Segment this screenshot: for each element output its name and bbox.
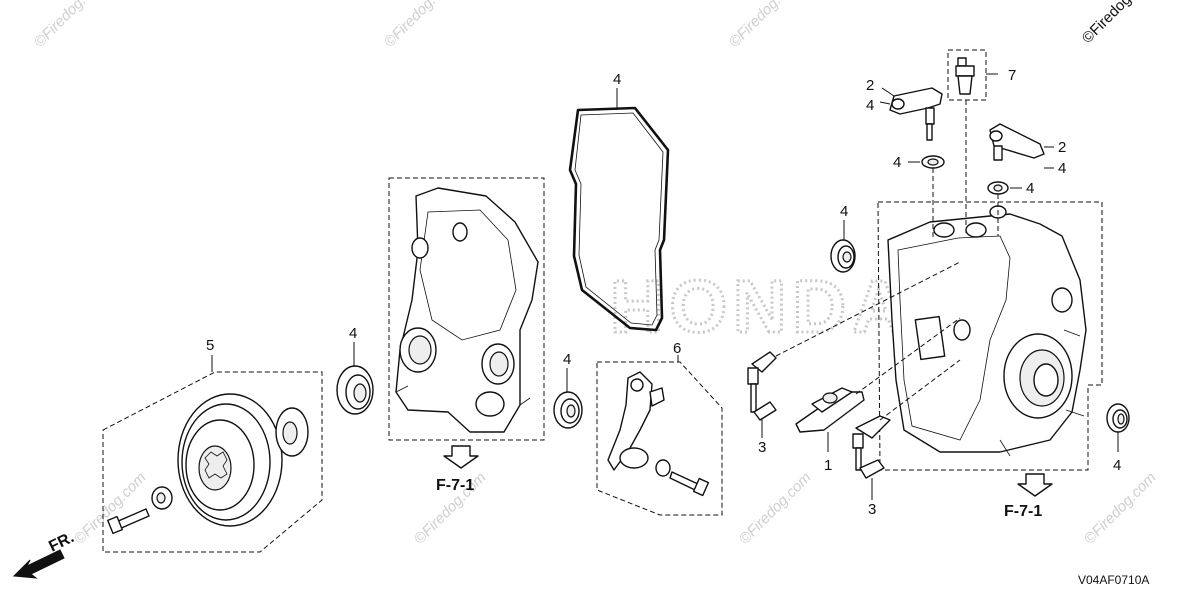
brand-watermark: HONDA	[610, 265, 911, 348]
watermark-text: ©Firedog.com	[31, 0, 110, 51]
callout-4: 4	[840, 203, 848, 220]
breather-fitting	[947, 49, 998, 236]
group-outline-cover	[388, 177, 545, 441]
callout-3: 3	[868, 501, 876, 518]
callout-4: 4	[613, 71, 621, 88]
governor-arm-assembly	[596, 355, 723, 516]
oil-seal-d	[1106, 403, 1130, 452]
callout-4: 4	[349, 325, 357, 342]
oil-seal-b	[553, 368, 583, 429]
cover-gasket	[568, 88, 670, 332]
callout-3: 3	[758, 439, 766, 456]
callout-7: 7	[1008, 67, 1016, 84]
lever-lower	[852, 359, 961, 500]
crankcase-housing	[877, 201, 1103, 497]
pulley-assembly	[102, 355, 323, 553]
diagram-code: V04AF0710A	[1078, 573, 1149, 587]
watermark-text: ©Firedog.com	[71, 469, 150, 548]
oil-seal-c	[830, 220, 856, 273]
callout-4: 4	[1113, 457, 1121, 474]
callout-4: 4	[1058, 160, 1066, 177]
callout-2: 2	[1058, 139, 1066, 156]
callout-6: 6	[673, 340, 681, 357]
copyright-mark: ©Firedog	[1079, 0, 1135, 47]
watermark-text: ©Firedog.com	[381, 0, 460, 51]
small-seal-upper-left	[908, 155, 945, 240]
arm-upper-right	[989, 123, 1054, 169]
slider-plate	[795, 317, 961, 452]
oil-seal-a	[336, 342, 374, 415]
front-direction-indicator	[12, 549, 65, 579]
callout-1: 1	[824, 457, 832, 474]
callout-4: 4	[563, 351, 571, 368]
reference-label-left: F-7-1	[436, 477, 474, 494]
arrow-icon	[12, 549, 65, 579]
reference-arrow-right	[1017, 473, 1053, 497]
watermark-text: ©Firedog.com	[726, 0, 805, 51]
callout-4: 4	[1026, 180, 1034, 197]
callout-5: 5	[206, 337, 214, 354]
small-seal-upper-right	[987, 181, 1022, 236]
reference-arrow-left	[443, 445, 479, 469]
lever-upper	[747, 261, 961, 438]
arm-upper-left	[879, 87, 943, 141]
watermark-text: ©Firedog.com	[1081, 469, 1160, 548]
bolt-head	[107, 515, 123, 535]
callout-2: 2	[866, 77, 874, 94]
reference-label-right: F-7-1	[1004, 503, 1042, 520]
callout-4: 4	[893, 154, 901, 171]
callout-4: 4	[866, 97, 874, 114]
callout-labels: 5 4 4 4 6 3 1 3 4 2 4 4 7 2 4 4 4	[206, 67, 1121, 518]
watermark-text: ©Firedog.com	[736, 469, 815, 548]
gear-cover	[388, 177, 545, 469]
group-outline-5	[102, 371, 323, 553]
pulley-hub	[198, 445, 232, 491]
